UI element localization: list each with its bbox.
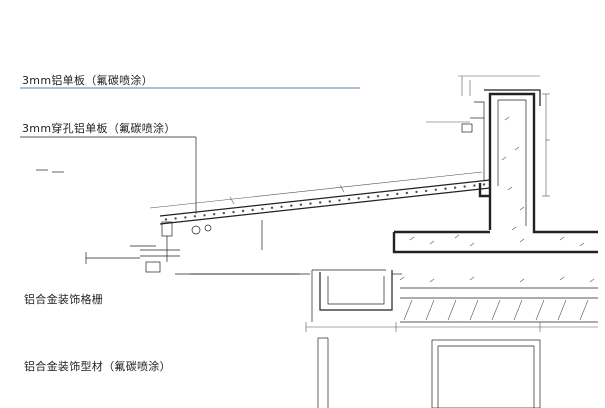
perforation-dot xyxy=(241,209,245,213)
concrete-hatch-mark xyxy=(559,236,565,241)
perforation-dot xyxy=(222,211,226,215)
slab-hatch-mark xyxy=(535,299,545,321)
slab-hatch-mark xyxy=(469,299,479,321)
perforation-dot xyxy=(174,217,177,220)
concrete-hatch-mark xyxy=(501,156,507,161)
perforation-dot xyxy=(232,210,235,214)
perforation-dot xyxy=(164,218,168,221)
perforation-dot xyxy=(290,204,293,207)
perforation-dot xyxy=(386,193,389,197)
perforation-dot xyxy=(405,191,409,195)
right-dimension-chain xyxy=(542,93,550,197)
concrete-hatch-mark xyxy=(589,278,595,283)
perforation-dot xyxy=(319,201,322,204)
bottom-frame xyxy=(317,337,541,408)
perforation-dot xyxy=(338,199,341,202)
perforation-dot xyxy=(184,216,187,219)
slope-dimension-line xyxy=(149,171,483,209)
perforation-dot xyxy=(261,207,264,211)
concrete-hatch-mark xyxy=(514,146,520,151)
perforation-dot xyxy=(367,196,370,199)
label-leaders xyxy=(20,87,360,214)
concrete-hatch-mark xyxy=(511,226,517,231)
bottom-dimension-line xyxy=(305,322,598,332)
perforation-dot xyxy=(396,192,399,196)
perforation-dot xyxy=(309,202,312,205)
concrete-hatch-mark xyxy=(399,276,405,281)
perforation-dot xyxy=(357,197,360,200)
panel-end-fixings xyxy=(85,220,300,275)
label-3mm-perforated-panel: 3mm穿孔铝单板（氟碳喷涂） xyxy=(22,122,176,135)
concrete-hatch-mark xyxy=(519,238,525,243)
slab-hatch-mark xyxy=(491,299,501,321)
concrete-hatch-mark xyxy=(504,116,510,121)
perforation-dot xyxy=(463,185,466,188)
perforation-dot xyxy=(434,188,437,192)
label-alloy-profile: 铝合金装饰型材（氟碳喷涂） xyxy=(24,360,171,373)
roof-slab xyxy=(311,269,598,323)
gutter-channel xyxy=(319,270,402,311)
slab-hatch-mark xyxy=(403,299,413,321)
parapet-cap xyxy=(461,89,541,226)
label-alloy-grille: 铝合金装饰格栅 xyxy=(24,293,104,306)
perforation-dot xyxy=(482,183,486,186)
perforation-dot xyxy=(203,214,206,217)
perforation-dot xyxy=(193,215,197,218)
perforation-dot xyxy=(347,198,351,201)
perforation-dot xyxy=(270,206,274,210)
parapet-wall xyxy=(392,92,598,254)
slab-hatch-mark xyxy=(579,299,589,321)
perforation-dot xyxy=(328,200,331,203)
concrete-hatch-mark xyxy=(507,186,513,191)
left-dimension-chain xyxy=(426,75,540,123)
label-3mm-aluminum-panel: 3mm铝单板（氟碳喷涂） xyxy=(22,74,154,87)
concrete-hatch-mark xyxy=(469,276,475,281)
perforation-dot xyxy=(473,184,476,187)
perforation-dot xyxy=(251,208,254,212)
slab-hatch-mark xyxy=(513,299,523,321)
slab-hatch-mark xyxy=(425,299,435,321)
perforation-dot xyxy=(280,205,283,209)
concrete-hatch-mark xyxy=(519,206,525,211)
perforation-dot xyxy=(376,195,380,198)
concrete-hatch-mark xyxy=(559,276,565,281)
slab-hatch-mark xyxy=(447,299,457,321)
concrete-hatch-mark xyxy=(409,236,415,241)
perforation-dot xyxy=(425,189,428,193)
perforation-dot xyxy=(213,213,216,216)
perforation-dot xyxy=(299,203,303,206)
perforation-dot xyxy=(444,187,447,190)
concrete-hatch-mark xyxy=(429,278,435,283)
concrete-hatch xyxy=(399,116,595,321)
concrete-hatch-mark xyxy=(469,242,475,247)
concrete-hatch-mark xyxy=(429,240,435,245)
perforation-dot xyxy=(453,186,457,189)
perforation-dot xyxy=(415,190,418,194)
concrete-hatch-mark xyxy=(579,242,585,247)
slab-hatch-mark xyxy=(557,299,567,321)
sloped-perforated-panel xyxy=(159,179,491,225)
concrete-hatch-mark xyxy=(519,278,525,283)
concrete-hatch-mark xyxy=(454,234,460,239)
